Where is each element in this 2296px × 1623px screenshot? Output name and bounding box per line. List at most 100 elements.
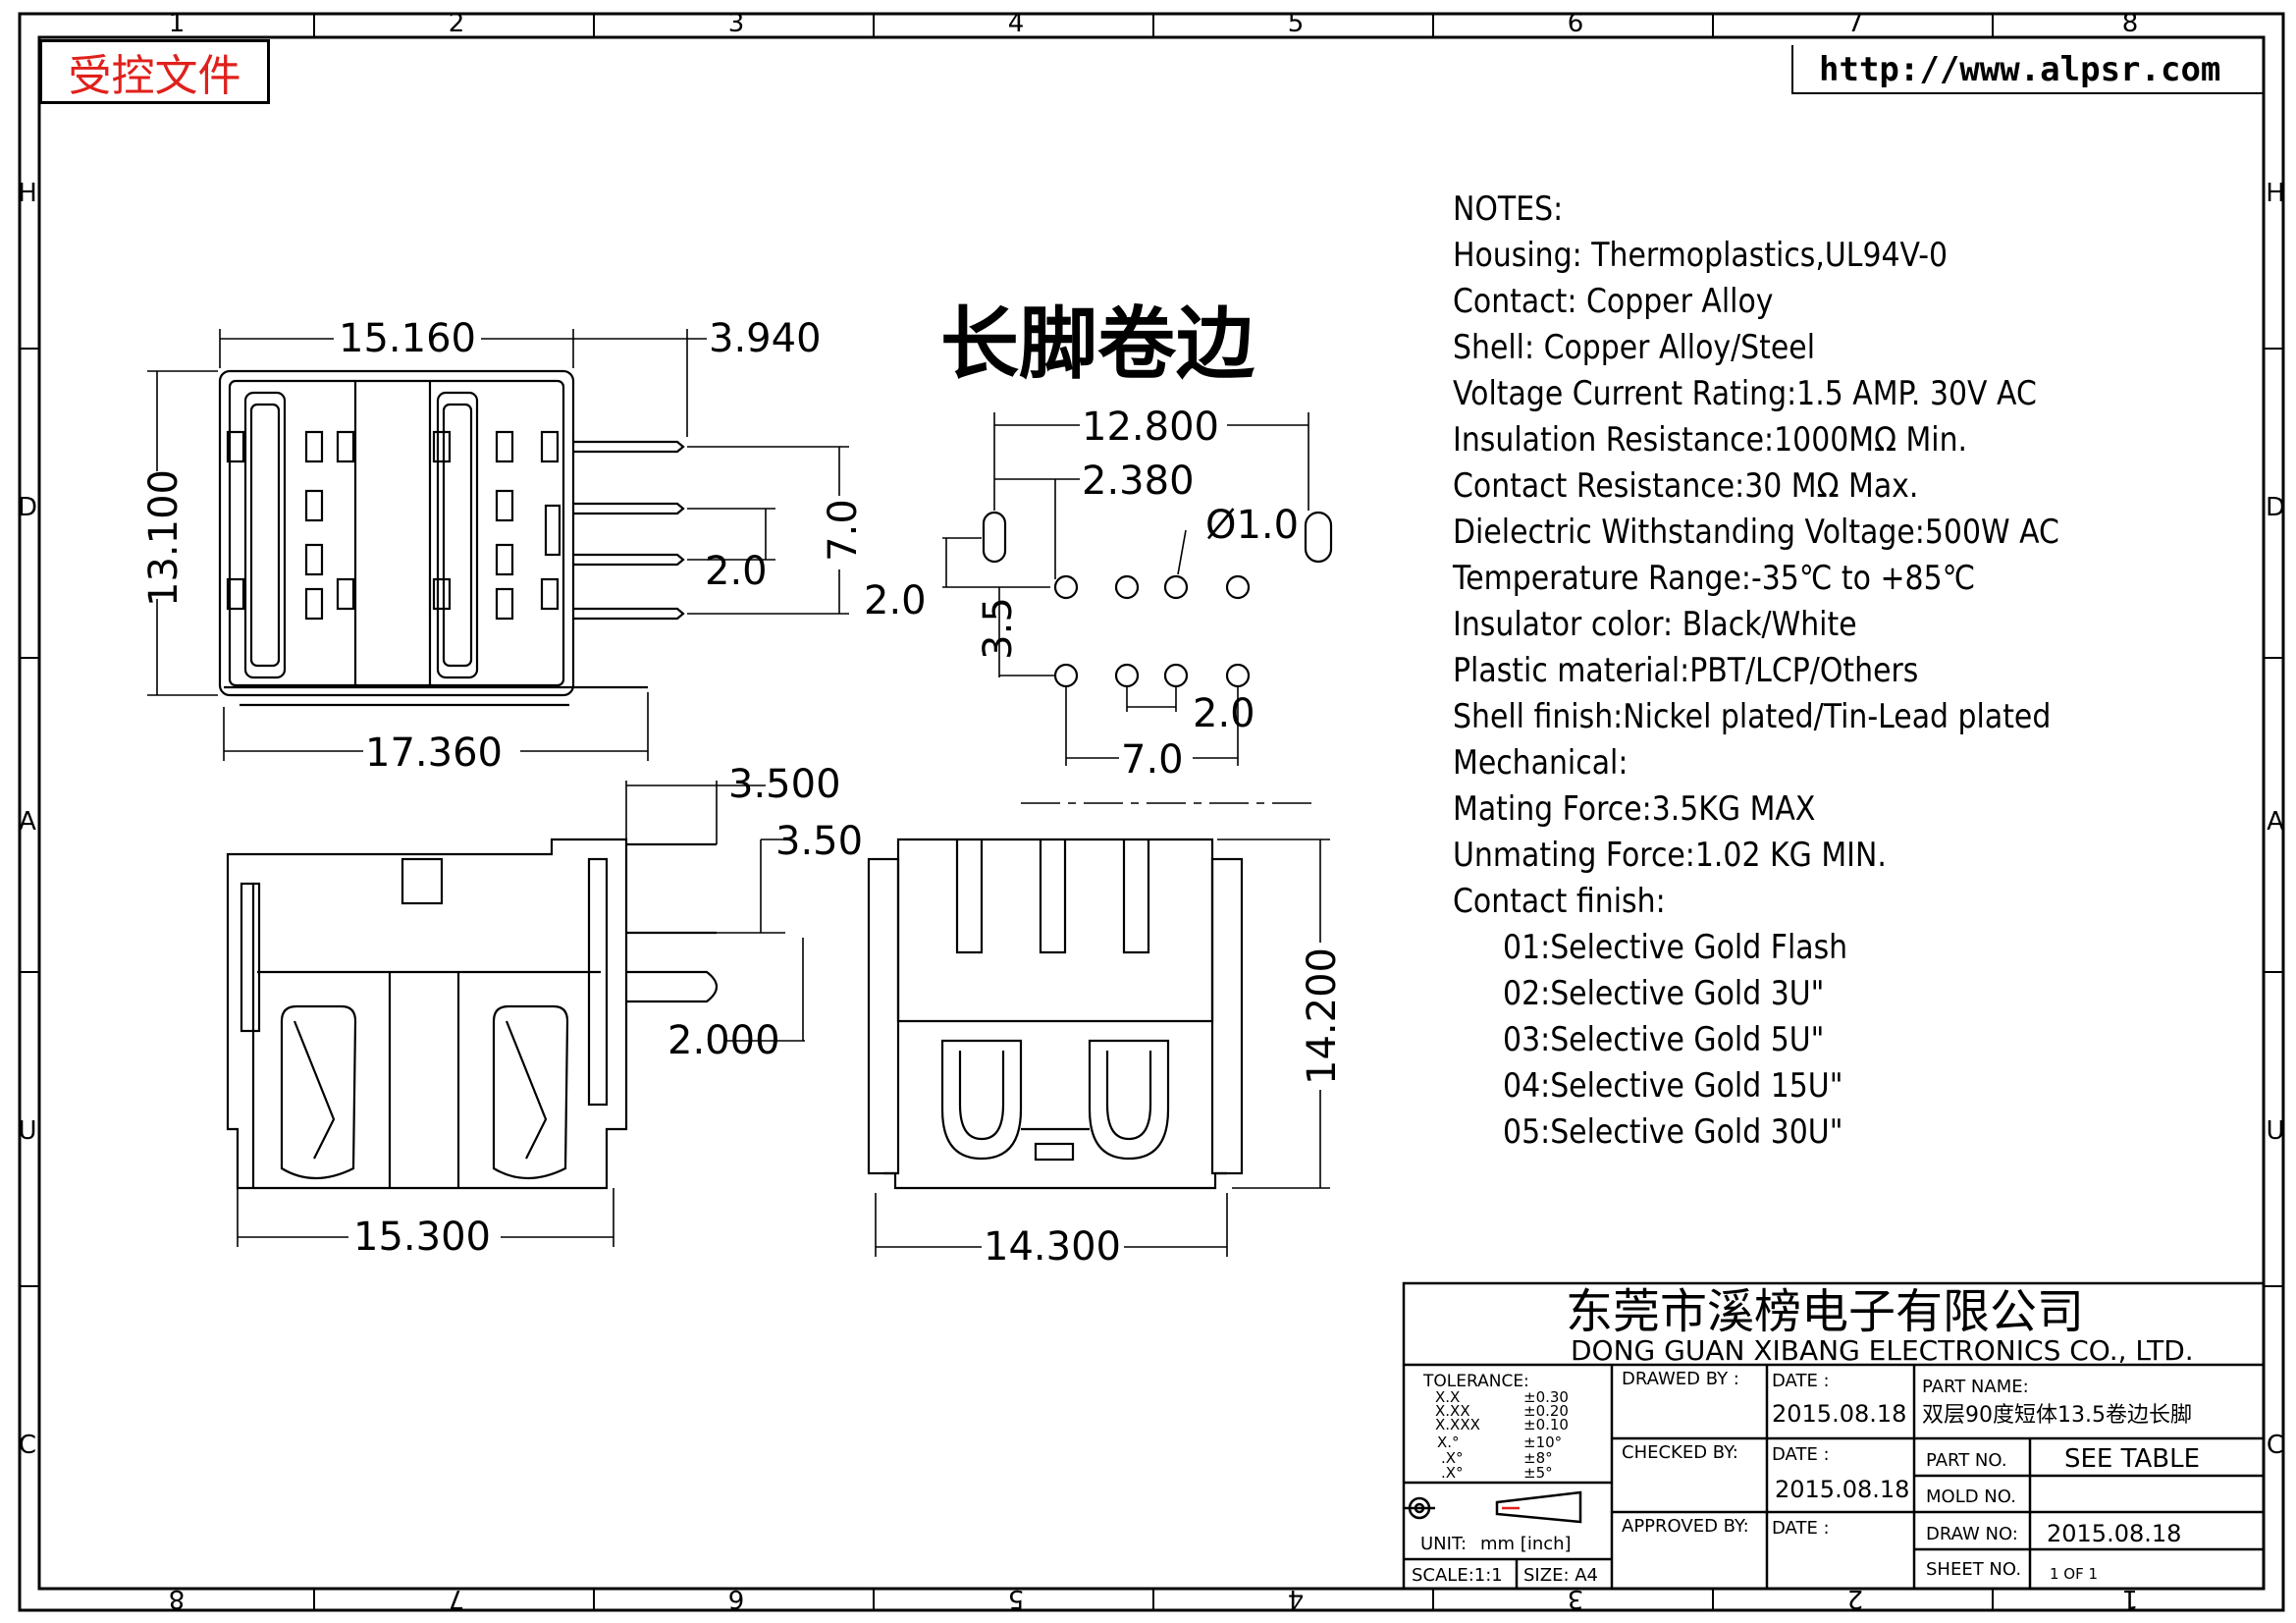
col-top-7: 7 [1847,9,1864,38]
row-left-c: C [19,1431,36,1460]
tol-val-3: ±10° [1523,1434,1562,1451]
col-top-5: 5 [1288,9,1305,38]
notes-block: NOTES: Housing: Thermoplastics,UL94V-0 C… [1453,187,2059,1156]
tol-val-2: ±0.10 [1523,1416,1569,1434]
grid-ticks [20,14,2283,1610]
top-view-dims [147,329,849,761]
date-label-1: DATE : [1772,1371,1830,1391]
note-line: Shell finish:Nickel plated/Tin-Lead plat… [1453,697,2052,736]
dim-13100: 13.100 [141,469,187,607]
tol-val-0: ±0.30 [1523,1388,1569,1406]
dim-7-0-pcb: 7.0 [1121,737,1184,783]
dim-15160: 15.160 [339,316,476,361]
row-right-c: C [2267,1431,2284,1460]
scale-label: SCALE:1:1 [1412,1565,1503,1586]
dim-7-0-top: 7.0 [821,499,866,562]
note-line: Mating Force:3.5KG MAX [1453,789,1816,829]
dim-hole-dia: Ø1.0 [1205,503,1299,548]
company-name-en: DONG GUAN XIBANG ELECTRONICS CO., LTD. [1571,1334,2194,1367]
note-line: Contact Resistance:30 MΩ Max. [1453,466,1919,506]
tol-key-2: X.XXX [1435,1416,1480,1434]
dim-2-0-top: 2.0 [705,549,768,594]
col-bottom-1: 1 [2122,1584,2139,1613]
note-line-finish: 04:Selective Gold 15U" [1503,1066,1843,1106]
tol-key-5: .X° [1441,1464,1464,1482]
col-bottom-5: 5 [1008,1584,1025,1613]
approved-by-label: APPROVED BY: [1622,1516,1749,1537]
part-name-label: PART NAME: [1922,1377,2029,1397]
pcb-dim-labels: 12.800 2.380 Ø1.0 2.0 3.5 2.0 7.0 [864,405,1299,783]
col-bottom-8: 8 [169,1584,186,1613]
col-bottom-3: 3 [1568,1584,1584,1613]
front-view-dim-labels: 14.200 14.300 [984,947,1345,1270]
dim-14300: 14.300 [984,1224,1121,1270]
outer-border [18,12,2285,1612]
part-no: SEE TABLE [2064,1444,2200,1474]
col-top-6: 6 [1568,9,1584,38]
part-name: 双层90度短体13.5卷边长脚 [1922,1403,2192,1428]
tolerance-label: TOLERANCE: [1422,1372,1529,1391]
sheet-no: 1 OF 1 [2050,1565,2098,1583]
tol-val-5: ±5° [1523,1464,1553,1482]
note-line: Dielectric Withstanding Voltage:500W AC [1453,513,2059,552]
date-drawn: 2015.08.18 [1772,1400,1906,1428]
note-line: Voltage Current Rating:1.5 AMP. 30V AC [1453,374,2037,413]
row-left-d: D [18,493,37,522]
note-line: NOTES: [1453,189,1564,229]
col-bottom-2: 2 [1847,1584,1864,1613]
draw-no: 2015.08.18 [2047,1520,2181,1547]
website-url[interactable]: http://www.alpsr.com [1791,45,2263,94]
col-top-2: 2 [449,9,465,38]
note-line: Plastic material:PBT/LCP/Others [1453,651,1919,690]
row-left-u: U [18,1116,36,1146]
dim-2-0-pcb-left: 2.0 [864,578,927,623]
dim-14200: 14.200 [1300,947,1345,1085]
top-view-dim-labels: 15.160 3.940 13.100 7.0 2.0 17.360 [141,316,866,776]
note-line: Mechanical: [1453,743,1629,783]
note-line-finish: 05:Selective Gold 30U" [1503,1112,1843,1152]
row-left-a: A [19,807,36,837]
dim-3-50: 3.50 [775,819,863,864]
note-line: Temperature Range:-35℃ to +85℃ [1453,559,1976,598]
col-top-4: 4 [1008,9,1025,38]
row-left-h: H [18,179,37,208]
tol-key-0: X.X [1435,1388,1460,1406]
row-right-a: A [2267,807,2284,837]
dim-3500: 3.500 [728,762,841,807]
date-label-2: DATE : [1772,1444,1830,1465]
controlled-document-stamp: 受控文件 [39,39,270,104]
pcb-layout [982,511,1333,688]
drawn-by-label: DRAWED BY : [1622,1369,1739,1389]
row-right-d: D [2266,493,2285,522]
note-line: Unmating Force:1.02 KG MIN. [1453,836,1887,875]
side-view-dim-labels: 3.500 3.50 2.000 15.300 [353,762,863,1260]
date-checked: 2015.08.18 [1775,1476,1909,1503]
note-line: Housing: Thermoplastics,UL94V-0 [1453,236,1949,275]
col-bottom-6: 6 [728,1584,745,1613]
draw-no-label: DRAW NO: [1926,1524,2018,1544]
inner-border [37,35,2266,1591]
dim-2000: 2.000 [667,1018,780,1063]
front-view-dims [875,839,1330,1257]
company-name-cn: 东莞市溪榜电子有限公司 [1566,1284,2084,1339]
note-line: Insulator color: Black/White [1453,605,1857,644]
row-right-h: H [2266,179,2285,208]
note-line: Contact finish: [1453,882,1666,921]
dim-2380: 2.380 [1082,459,1195,504]
note-line-finish: 03:Selective Gold 5U" [1503,1020,1825,1059]
top-view [218,369,685,707]
title-block-lines [1402,1281,2266,1591]
note-line: Contact: Copper Alloy [1453,282,1774,321]
row-right-u: U [2266,1116,2284,1146]
col-bottom-7: 7 [449,1584,465,1613]
col-top-8: 8 [2122,9,2139,38]
side-view [226,838,719,1190]
unit-label: UNIT: [1420,1534,1467,1554]
dim-12800: 12.800 [1082,405,1219,450]
sheet-no-label: SHEET NO. [1926,1559,2021,1580]
unit-value: mm [inch] [1480,1534,1572,1554]
dim-3-5: 3.5 [976,597,1021,660]
part-no-label: PART NO. [1926,1450,2007,1471]
mold-no-label: MOLD NO. [1926,1487,2016,1507]
